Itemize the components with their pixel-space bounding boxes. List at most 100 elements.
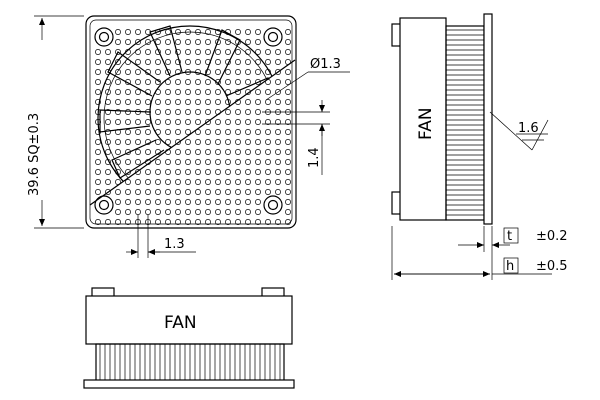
vent-hole	[265, 169, 271, 175]
vent-hole	[185, 189, 191, 195]
vent-hole	[275, 139, 281, 145]
vent-hole	[165, 209, 171, 215]
vent-hole	[105, 69, 111, 75]
vent-hole	[205, 189, 211, 195]
vent-hole	[115, 169, 121, 175]
vent-hole	[275, 159, 281, 165]
vent-hole	[115, 149, 121, 155]
vent-hole	[145, 149, 151, 155]
vent-hole	[185, 179, 191, 185]
vent-hole	[155, 179, 161, 185]
vent-hole	[165, 69, 171, 75]
vent-hole	[245, 99, 251, 105]
vent-hole	[195, 199, 201, 205]
t-dimension-box: t	[507, 229, 512, 244]
vent-hole	[125, 199, 131, 205]
vent-hole	[215, 159, 221, 165]
bottom-fin-lines	[99, 344, 281, 380]
vent-hole	[155, 219, 161, 225]
vent-hole	[145, 69, 151, 75]
vent-hole	[225, 89, 231, 95]
vent-hole	[205, 129, 211, 135]
vent-hole	[185, 59, 191, 65]
vent-holes-lower	[95, 60, 291, 225]
vent-hole	[125, 159, 131, 165]
vent-hole	[285, 99, 291, 105]
vent-hole	[225, 29, 231, 35]
vent-hole	[145, 129, 151, 135]
vent-hole	[235, 149, 241, 155]
vent-hole	[145, 119, 151, 125]
vent-hole	[205, 89, 211, 95]
vent-hole	[265, 159, 271, 165]
vent-hole	[215, 29, 221, 35]
vent-hole	[265, 69, 271, 75]
vent-hole	[245, 149, 251, 155]
vent-hole	[175, 209, 181, 215]
vent-hole	[195, 209, 201, 215]
vent-hole	[175, 99, 181, 105]
vent-hole	[145, 139, 151, 145]
vent-hole	[95, 129, 101, 135]
vent-hole	[245, 39, 251, 45]
vent-hole	[255, 179, 261, 185]
vent-hole	[95, 109, 101, 115]
vent-hole	[265, 59, 271, 65]
vent-hole	[125, 179, 131, 185]
vent-hole	[235, 189, 241, 195]
vent-hole	[155, 109, 161, 115]
vent-hole	[195, 189, 201, 195]
vent-hole	[225, 59, 231, 65]
vent-hole	[185, 169, 191, 175]
vent-hole	[135, 159, 141, 165]
vent-hole	[215, 219, 221, 225]
vent-hole	[155, 159, 161, 165]
vent-hole	[165, 79, 171, 85]
vent-hole	[105, 119, 111, 125]
vent-hole	[245, 169, 251, 175]
vent-hole	[235, 209, 241, 215]
vent-hole	[165, 129, 171, 135]
vent-hole	[145, 99, 151, 105]
vent-hole	[125, 89, 131, 95]
vent-hole	[185, 69, 191, 75]
fan-label-bottom: FAN	[164, 313, 197, 333]
vent-hole	[255, 189, 261, 195]
vent-hole	[165, 159, 171, 165]
vent-hole	[95, 59, 101, 65]
vent-hole	[125, 99, 131, 105]
front-view: Ø1.3 1.4 1.3 39.6 SQ±0.3	[24, 15, 350, 258]
bottom-body	[85, 295, 293, 345]
vent-hole	[115, 79, 121, 85]
vent-hole	[115, 109, 121, 115]
vent-hole	[165, 119, 171, 125]
vent-hole	[245, 159, 251, 165]
vent-hole	[175, 199, 181, 205]
vent-hole	[215, 49, 221, 55]
vent-hole	[275, 119, 281, 125]
vent-hole	[255, 169, 261, 175]
vent-hole	[215, 189, 221, 195]
vent-hole	[115, 219, 121, 225]
vent-hole	[115, 69, 121, 75]
vent-hole	[105, 219, 111, 225]
vent-hole	[115, 49, 121, 55]
vent-hole	[255, 199, 261, 205]
vent-hole	[245, 189, 251, 195]
vent-hole	[105, 79, 111, 85]
vent-hole	[165, 109, 171, 115]
vent-hole	[165, 39, 171, 45]
vent-hole	[135, 119, 141, 125]
vent-hole	[255, 59, 261, 65]
vent-hole	[165, 189, 171, 195]
vent-hole	[155, 59, 161, 65]
vent-hole	[165, 29, 171, 35]
vent-hole	[205, 219, 211, 225]
vent-hole	[145, 199, 151, 205]
vent-hole	[135, 139, 141, 145]
vent-hole	[215, 39, 221, 45]
vent-hole	[175, 129, 181, 135]
vent-hole	[125, 169, 131, 175]
vent-hole	[185, 149, 191, 155]
